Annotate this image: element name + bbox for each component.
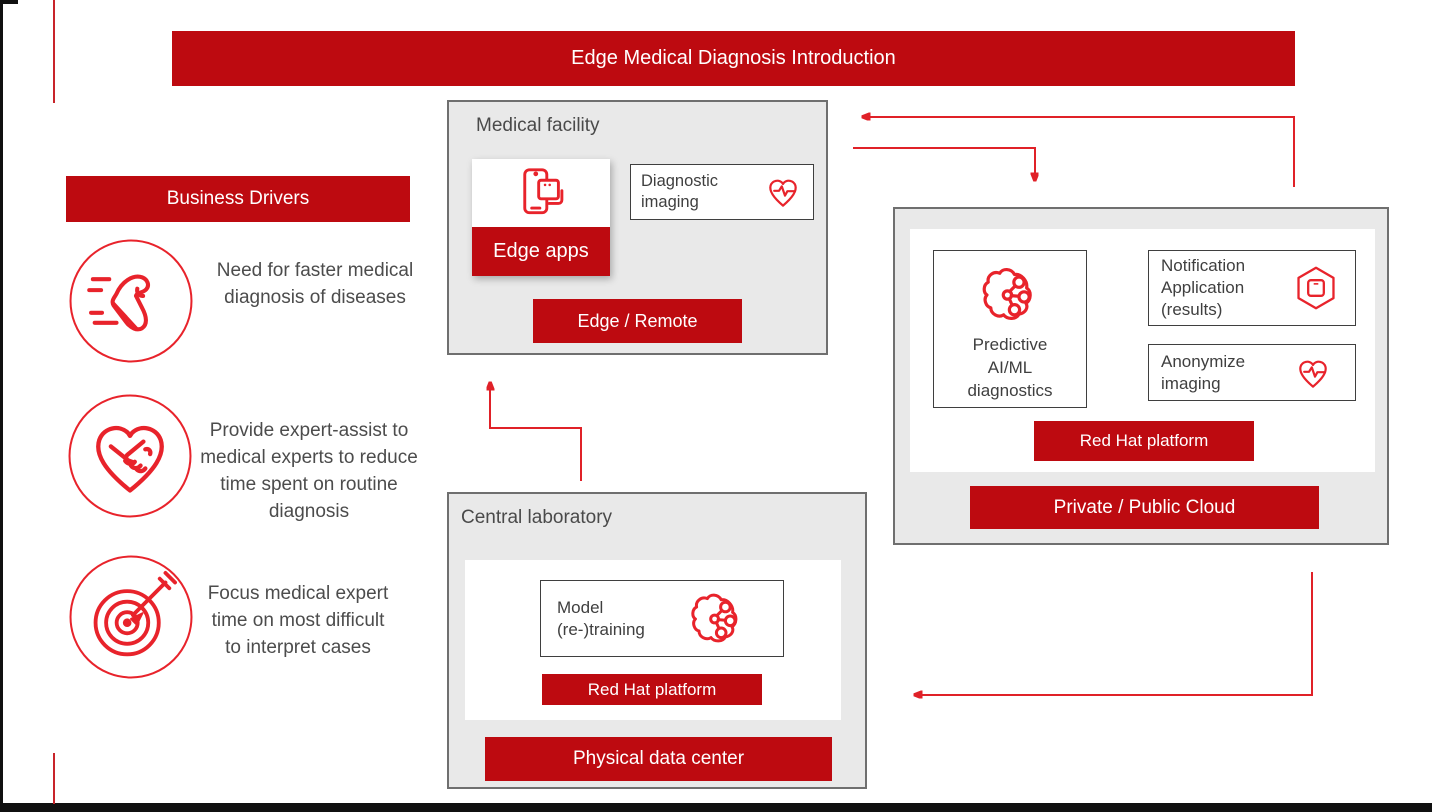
arrow-medical-facility-to-cloud xyxy=(853,147,1035,179)
cloud-redhat-platform-banner: Red Hat platform xyxy=(1034,421,1254,461)
anonymize-imaging-box: Anonymize imaging xyxy=(1148,344,1356,401)
driver-text-faster-diagnosis: Need for faster medical diagnosis of dis… xyxy=(216,260,414,308)
heart-pulse-icon xyxy=(1299,360,1327,388)
left-black-border xyxy=(0,0,3,812)
model-retraining-box: Model (re-)training xyxy=(540,580,784,657)
private-public-cloud-label: Private / Public Cloud xyxy=(1053,496,1236,518)
title-banner: Edge Medical Diagnosis Introduction xyxy=(172,31,1295,86)
notification-application-box: Notification Application (results) xyxy=(1148,250,1356,326)
medical-facility-panel: Medical facility Edge apps Diagnostic im… xyxy=(447,100,828,355)
ai-brain-circuit-icon xyxy=(691,593,738,642)
cloud-redhat-platform-label: Red Hat platform xyxy=(1079,431,1209,450)
model-retraining-label: Model (re-)training xyxy=(557,597,645,639)
ai-brain-circuit-icon xyxy=(982,267,1032,320)
edge-remote-banner: Edge / Remote xyxy=(533,299,742,343)
title-text: Edge Medical Diagnosis Introduction xyxy=(571,47,896,69)
arrow-cloud-to-central-lab xyxy=(916,572,1313,695)
edge-apps-banner: Edge apps xyxy=(472,227,610,276)
business-drivers-banner: Business Drivers xyxy=(66,176,410,222)
anonymize-imaging-label: Anonymize imaging xyxy=(1161,351,1246,393)
arrow-cloud-to-medical-facility xyxy=(864,117,1295,187)
top-left-black-mark xyxy=(0,0,18,4)
notification-application-label: Notification Application (results) xyxy=(1161,256,1246,319)
predictive-aiml-box: Predictive AI/ML diagnostics xyxy=(933,250,1087,408)
driver-text-expert-assist: Provide expert-assist to medical experts… xyxy=(200,420,418,522)
target-bullseye-arrow-icon xyxy=(69,555,193,679)
cloud-panel: Predictive AI/ML diagnostics Notificatio… xyxy=(893,207,1389,545)
arrow-central-lab-to-medical-facility xyxy=(490,384,582,481)
edge-apps-icon-area xyxy=(472,159,610,227)
diagnostic-imaging-label: Diagnostic imaging xyxy=(641,172,719,211)
central-laboratory-title: Central laboratory xyxy=(461,507,613,528)
physical-data-center-label: Physical data center xyxy=(572,748,745,769)
central-lab-redhat-platform-banner: Red Hat platform xyxy=(542,674,762,705)
edge-apps-card: Edge apps xyxy=(472,159,610,276)
central-laboratory-panel: Central laboratory Model (re-)training R… xyxy=(447,492,867,789)
medical-facility-title: Medical facility xyxy=(476,115,600,136)
heart-pulse-icon xyxy=(769,179,797,207)
physical-data-center-banner: Physical data center xyxy=(485,737,832,781)
driver-text-focus-expert-time: Focus medical expert time on most diffic… xyxy=(207,583,389,658)
decorative-red-line-top xyxy=(53,0,55,103)
private-public-cloud-banner: Private / Public Cloud xyxy=(970,486,1319,529)
decorative-red-line-bottom xyxy=(53,753,55,804)
edge-apps-label: Edge apps xyxy=(493,240,589,262)
handshake-heart-icon xyxy=(68,394,192,518)
diagnostic-imaging-box: Diagnostic imaging xyxy=(630,164,814,220)
bottom-black-bar xyxy=(0,803,1432,812)
predictive-aiml-label: Predictive AI/ML diagnostics xyxy=(967,335,1053,400)
business-drivers-heading: Business Drivers xyxy=(166,188,310,209)
mobile-apps-icon xyxy=(523,168,564,215)
edge-remote-label: Edge / Remote xyxy=(577,310,698,331)
hexagon-app-icon xyxy=(1297,266,1335,310)
central-lab-redhat-platform-label: Red Hat platform xyxy=(587,679,717,699)
running-shoe-speed-icon xyxy=(69,239,193,363)
